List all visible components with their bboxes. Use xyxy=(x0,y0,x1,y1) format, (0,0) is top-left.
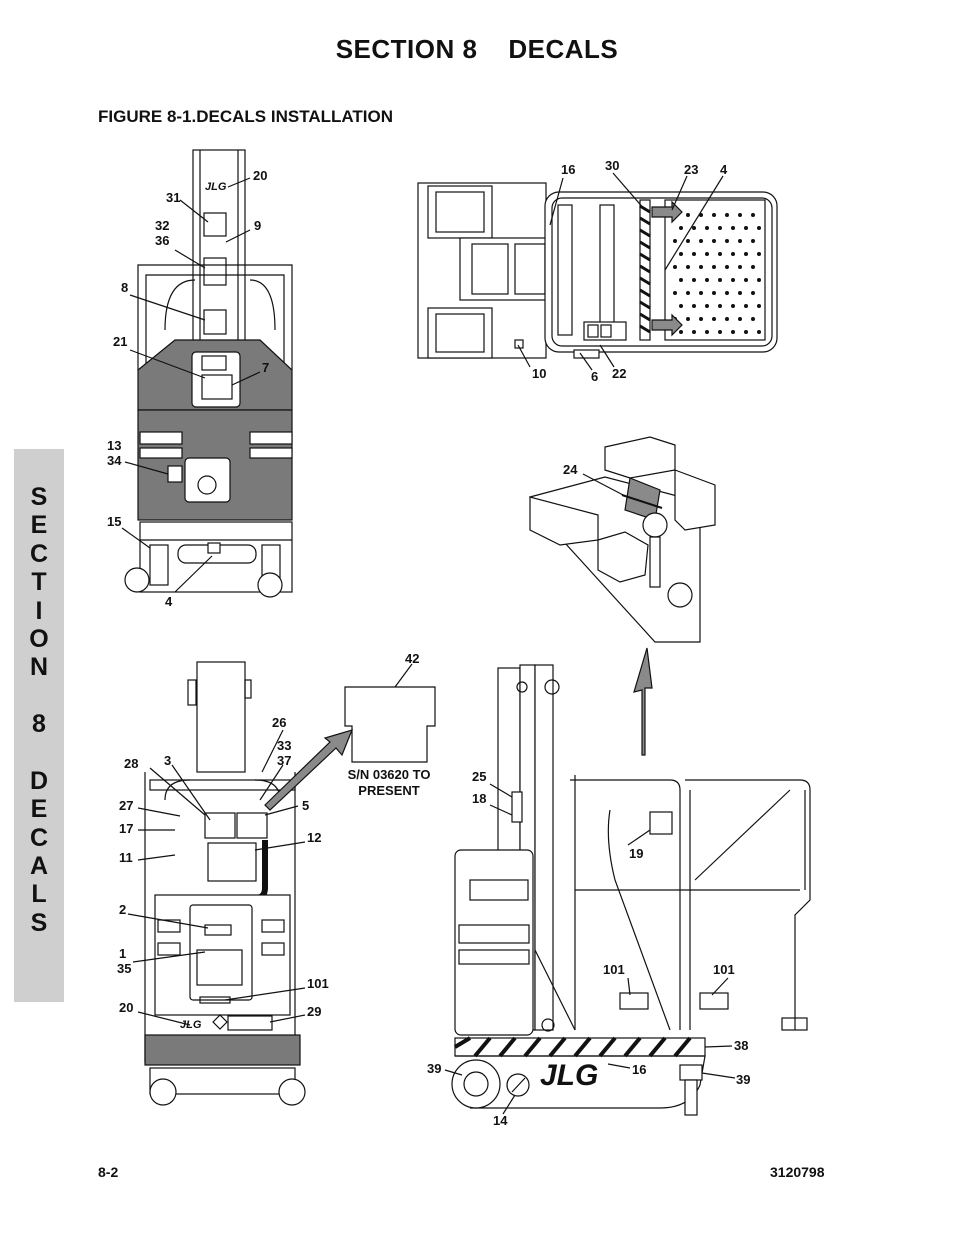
sn-decal-callout: 42 S/N 03620 TO PRESENT xyxy=(264,651,436,811)
tab-letter: C xyxy=(29,823,49,852)
callout-label: 36 xyxy=(155,233,169,248)
side-view: JLG 25 18 19 101 101 38 39 16 39 14 xyxy=(427,664,811,1128)
tab-letter: C xyxy=(29,539,49,568)
callout-label: 35 xyxy=(117,961,131,976)
callout-label: 12 xyxy=(307,830,321,845)
tab-letter: E xyxy=(30,795,48,824)
tab-letter: S xyxy=(30,908,48,937)
sn-note-line2: PRESENT xyxy=(358,783,419,798)
callout-label: 23 xyxy=(684,162,698,177)
callout-label: 42 xyxy=(405,651,419,666)
callout-label: 9 xyxy=(254,218,261,233)
callout-label: 27 xyxy=(119,798,133,813)
callout-label: 18 xyxy=(472,791,486,806)
callout-label: 16 xyxy=(561,162,575,177)
callout-label: 33 xyxy=(277,738,291,753)
callout-label: 34 xyxy=(107,453,122,468)
tab-letter: O xyxy=(29,624,49,653)
tab-letter: D xyxy=(29,766,49,795)
callout-label: 101 xyxy=(307,976,329,991)
callout-label: 32 xyxy=(155,218,169,233)
callout-label: 37 xyxy=(277,753,291,768)
callout-label: 24 xyxy=(563,462,578,477)
callout-label: 8 xyxy=(121,280,128,295)
section-title: SECTION 8 DECALS xyxy=(335,34,619,64)
rear-logo: JLG xyxy=(180,1019,202,1031)
mast-logo: JLG xyxy=(205,181,227,193)
callout-label: 25 xyxy=(472,769,486,784)
base-logo: JLG xyxy=(540,1059,598,1092)
callout-label: 15 xyxy=(107,514,121,529)
section-side-tab: S E C T I O N 8 D E C A L S xyxy=(14,449,64,1002)
callout-label: 28 xyxy=(124,756,138,771)
sn-note-line1: S/N 03620 TO xyxy=(348,767,431,782)
callout-label: 38 xyxy=(734,1038,748,1053)
callout-label: 2 xyxy=(119,902,126,917)
callout-label: 7 xyxy=(262,360,269,375)
callout-label: 4 xyxy=(720,162,728,177)
callout-label: 20 xyxy=(119,1000,133,1015)
callout-label: 11 xyxy=(119,850,133,865)
callout-label: 10 xyxy=(532,366,546,381)
top-view: 16 30 23 4 10 6 22 xyxy=(417,158,778,384)
tab-letter: S xyxy=(30,483,48,511)
callout-label: 13 xyxy=(107,438,121,453)
tab-letter: E xyxy=(30,511,48,540)
callout-label: 21 xyxy=(113,334,127,349)
tab-letter: 8 xyxy=(32,710,46,739)
document-number: 3120798 xyxy=(770,1164,825,1180)
figure-title: FIGURE 8-1.DECALS INSTALLATION xyxy=(98,107,393,126)
callout-label: 20 xyxy=(253,168,267,183)
callout-label: 39 xyxy=(736,1072,750,1087)
callout-label: 4 xyxy=(165,594,173,609)
callout-label: 101 xyxy=(713,962,735,977)
rear-view: JLG 26 33 37 28 3 27 5 17 12 11 2 1 35 1… xyxy=(117,661,329,1106)
callout-label: 30 xyxy=(605,158,619,173)
callout-label: 39 xyxy=(427,1061,441,1076)
tab-letter: N xyxy=(29,653,49,682)
callout-label: 3 xyxy=(164,753,171,768)
tab-letter: T xyxy=(31,568,47,597)
callout-label: 22 xyxy=(612,366,626,381)
tab-letter: A xyxy=(29,852,49,881)
callout-label: 6 xyxy=(591,369,598,384)
callout-label: 31 xyxy=(166,190,180,205)
callout-label: 1 xyxy=(119,946,126,961)
callout-label: 16 xyxy=(632,1062,646,1077)
callout-label: 101 xyxy=(603,962,625,977)
callout-label: 26 xyxy=(272,715,286,730)
page-number: 8-2 xyxy=(98,1164,119,1180)
callout-label: 19 xyxy=(629,846,643,861)
controller-view: 24 xyxy=(529,436,716,756)
callout-label: 5 xyxy=(302,798,309,813)
deck-holes xyxy=(673,213,761,334)
tab-letter: I xyxy=(35,596,43,625)
callout-label: 14 xyxy=(493,1113,508,1128)
callout-label: 29 xyxy=(307,1004,321,1019)
callout-label: 17 xyxy=(119,821,133,836)
tab-letter: L xyxy=(31,880,47,909)
front-view: JLG xyxy=(107,149,293,609)
